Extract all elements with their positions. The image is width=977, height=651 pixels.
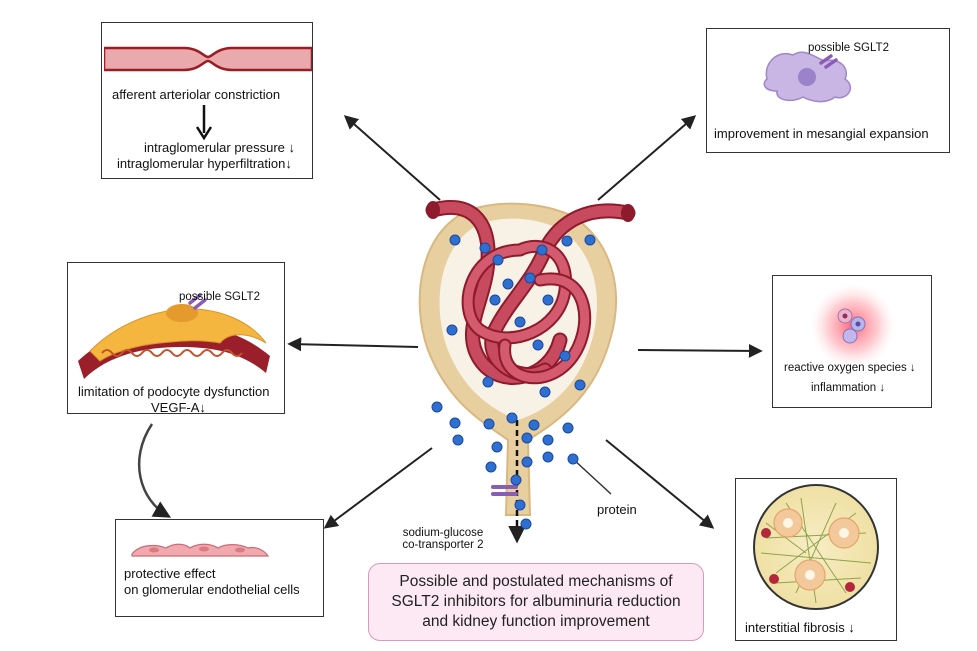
protein-label: protein — [597, 502, 637, 517]
down-arrow-icon — [195, 105, 213, 141]
podocyte-dysfunction-label: limitation of podocyte dysfunction — [78, 384, 270, 399]
sglt2-transporter-line2: co-transporter 2 — [402, 539, 484, 551]
intraglomerular-hyperfiltration-label: intraglomerular hyperfiltration↓ — [117, 156, 292, 171]
glomerular-endothelial-label: on glomerular endothelial cells — [124, 582, 300, 597]
protein-pointer — [572, 458, 612, 495]
ros-icon — [811, 284, 895, 368]
intraglomerular-pressure-label: intraglomerular pressure ↓ — [144, 140, 296, 155]
arteriole-box: afferent arteriolar constriction intragl… — [101, 22, 313, 179]
ros-box: reactive oxygen species ↓ inflammation ↓ — [772, 275, 932, 408]
fibrosis-box: interstitial fibrosis ↓ — [735, 478, 897, 641]
arteriole-constriction-label: afferent arteriolar constriction — [112, 87, 281, 102]
ros-label: reactive oxygen species ↓ — [784, 362, 916, 374]
connector-arrows — [137, 115, 763, 529]
arrow-podocyte-to-endothelial — [137, 423, 172, 518]
sglt2-transporter-line1: sodium-glucose — [402, 527, 484, 539]
podocyte-box: possible SGLT2 limitation of podocyte dy… — [67, 262, 285, 415]
sglt2-transporter-label: sodium-glucose co-transporter 2 — [393, 527, 493, 551]
podocyte-icon — [78, 293, 270, 379]
mesangial-cell-icon — [763, 51, 852, 103]
mesangial-box: possible SGLT2 improvement in mesangial … — [706, 28, 950, 153]
arrow-to-ros — [637, 343, 763, 358]
arrow-to-podocyte — [287, 337, 419, 352]
protein-dots — [431, 234, 596, 530]
endothelial-cells-icon — [131, 543, 270, 557]
vegf-a-label: VEGF-A↓ — [151, 400, 206, 415]
sglt2-transporter — [491, 485, 518, 496]
arteriole-icon — [104, 46, 312, 72]
interstitial-fibrosis-label: interstitial fibrosis ↓ — [745, 620, 855, 635]
endothelial-box: protective effect on glomerular endothel… — [115, 519, 324, 617]
figure-caption: Possible and postulated mechanisms of SG… — [368, 563, 704, 641]
caption-line2: SGLT2 inhibitors for albuminuria reducti… — [391, 593, 681, 610]
fibrosis-icon — [753, 484, 879, 610]
caption-line1: Possible and postulated mechanisms of — [399, 573, 673, 590]
arrow-to-fibrosis — [605, 439, 715, 529]
mesangial-expansion-label: improvement in mesangial expansion — [714, 126, 929, 141]
glomerulus-illustration — [418, 199, 636, 544]
inflammation-label: inflammation ↓ — [811, 382, 886, 394]
arrow-to-arteriole — [343, 115, 441, 201]
protective-effect-label: protective effect — [124, 566, 216, 581]
mesangial-sglt2-label: possible SGLT2 — [808, 42, 889, 54]
arrow-to-endothelial — [323, 447, 433, 529]
caption-line3: and kidney function improvement — [422, 613, 650, 630]
podocyte-sglt2-label: possible SGLT2 — [179, 291, 260, 303]
arrow-to-mesangial — [597, 115, 697, 201]
